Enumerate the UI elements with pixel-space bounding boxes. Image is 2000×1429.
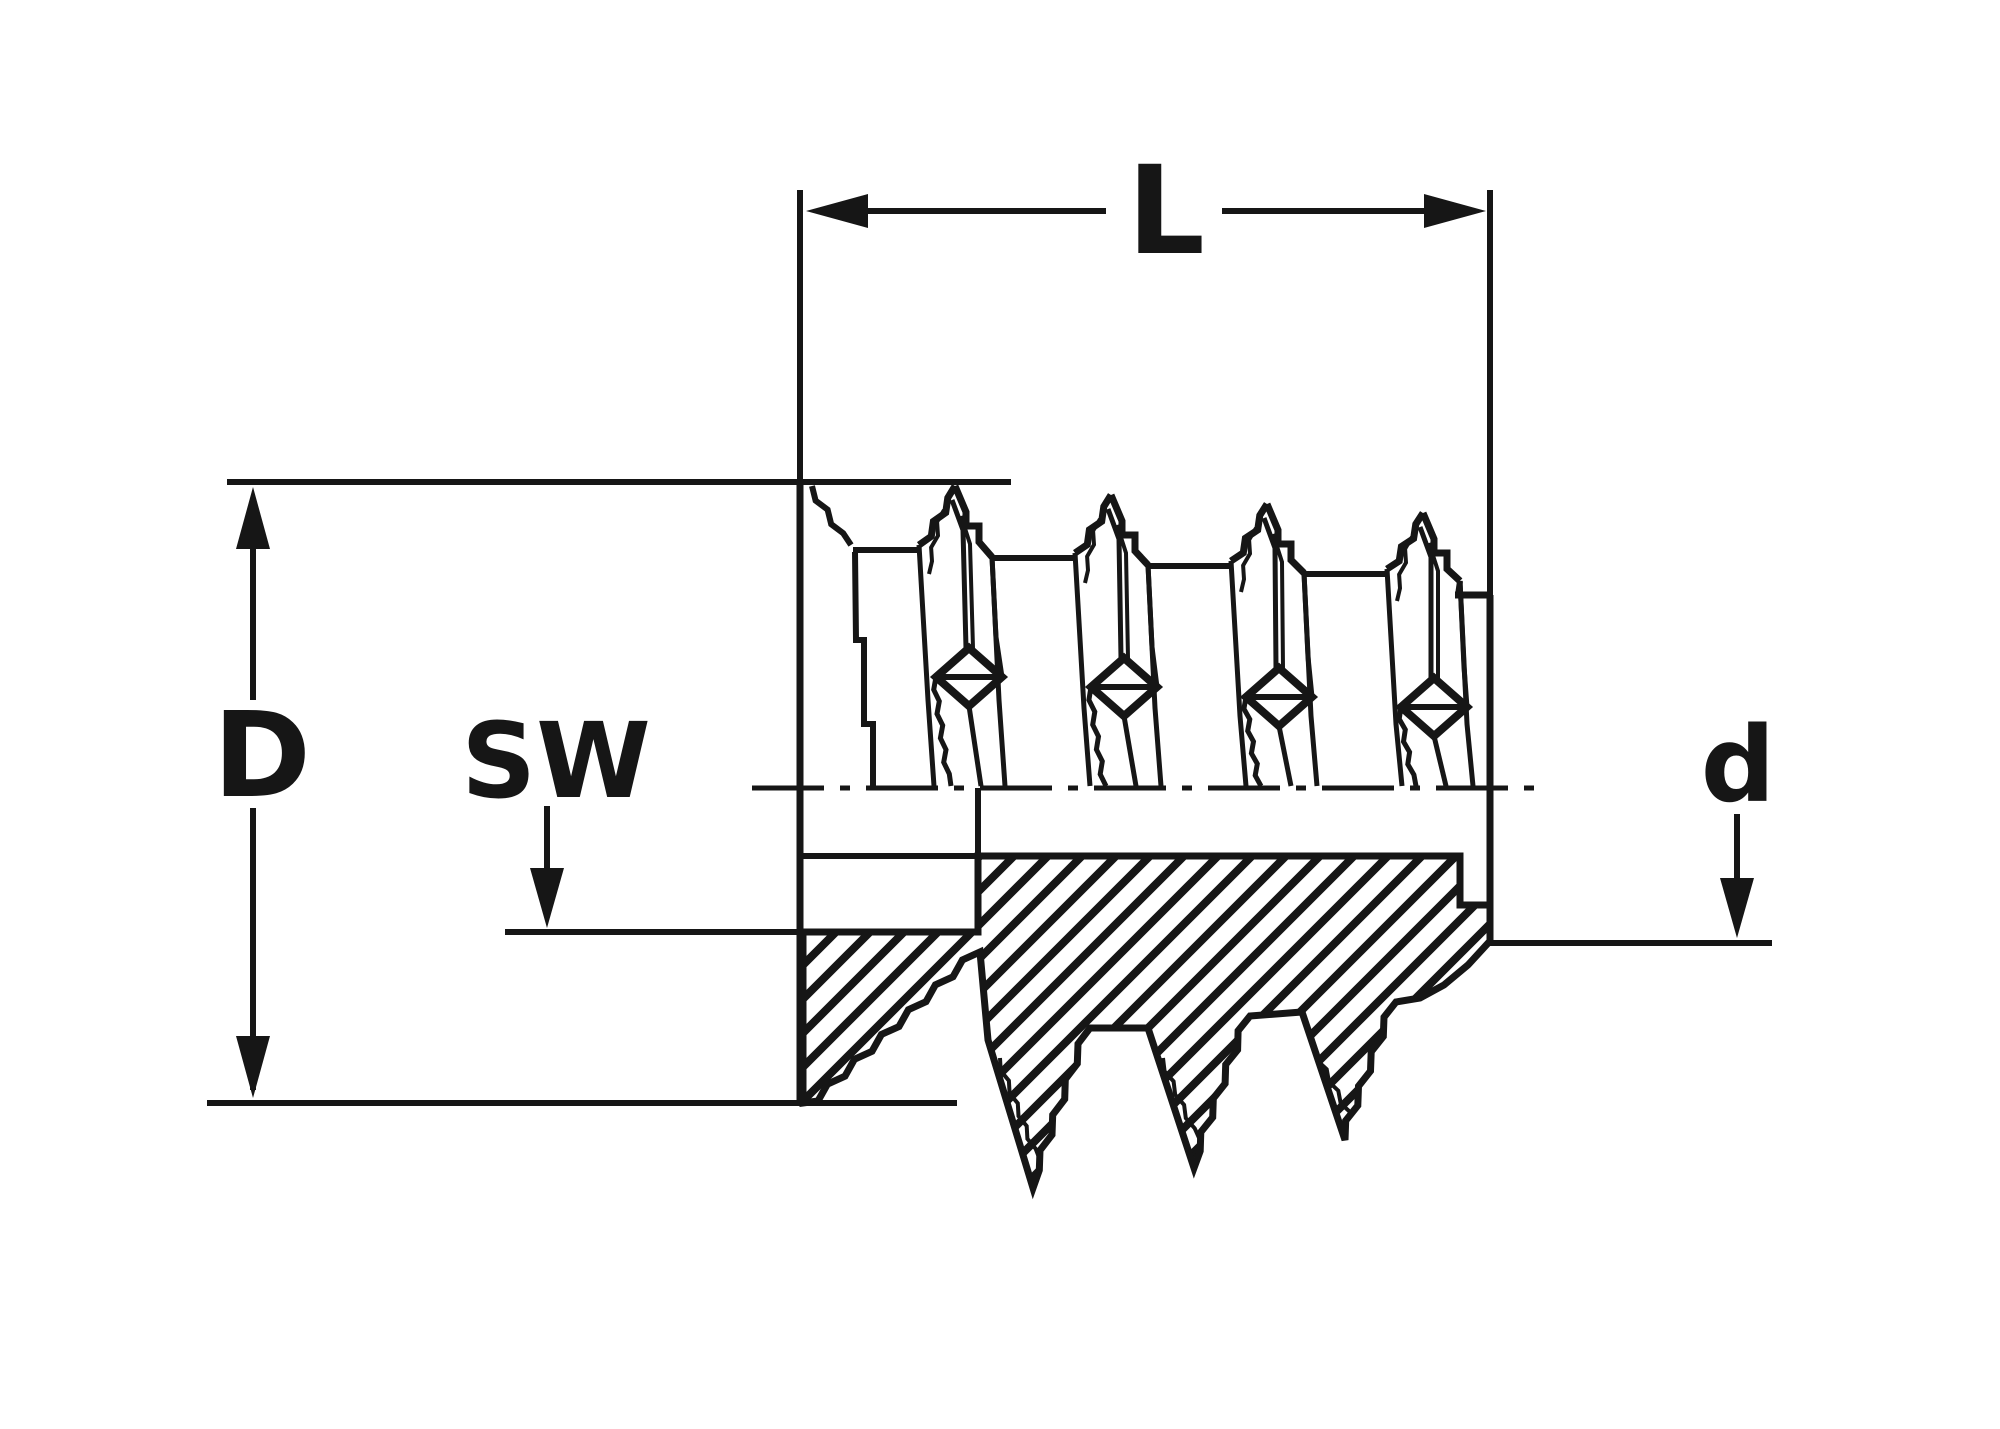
thread-flank-line (1228, 560, 1249, 787)
flange-right-silhouette (852, 551, 876, 786)
dimension-wrench-size: SW (461, 700, 978, 935)
tooth-right-flank (1263, 502, 1307, 576)
thread-flank-line (1384, 568, 1405, 787)
tooth-inner-line (959, 515, 975, 649)
label-length: L (1127, 140, 1205, 282)
thread-flank-line (1396, 706, 1419, 787)
section-hatched-region (799, 852, 1494, 1200)
arrowhead-down-icon (236, 1036, 270, 1098)
flange-serration (809, 485, 854, 547)
label-inner-thread: d (1701, 704, 1775, 826)
insert-body (796, 482, 1494, 1200)
dimension-outer-diameter: D (207, 479, 1011, 1106)
tooth-inner-serration (927, 508, 946, 575)
arrowhead-down-icon (1720, 878, 1754, 938)
thread-flank-line (1086, 686, 1109, 788)
label-outer-diameter: D (213, 686, 311, 824)
tooth-inner-line (1427, 542, 1440, 678)
thread-flank-line (1145, 564, 1160, 688)
thread-flank-line (1241, 696, 1264, 788)
thread-root-lines (853, 547, 1387, 577)
thread-flank-line (1276, 725, 1294, 787)
thread-flank-line (931, 676, 954, 787)
thread-flank-line (1072, 552, 1093, 787)
tooth-inner-line (1261, 517, 1279, 669)
tooth-inner-serration (1395, 535, 1414, 602)
tooth-inner-line (1105, 508, 1124, 659)
thread-and-section (799, 484, 1494, 1200)
tooth-inner-line (1115, 524, 1130, 659)
label-wrench-size: SW (461, 700, 651, 822)
tooth-inner-serration (1083, 517, 1102, 584)
arrowhead-up-icon (236, 487, 270, 549)
arrowhead-down-icon (530, 868, 564, 928)
tooth-right-flank (1107, 493, 1151, 568)
dimension-length: L (797, 140, 1493, 595)
thread-flank-line (1431, 735, 1449, 787)
tooth-right-flank (951, 484, 995, 560)
tooth-inner-serration (1239, 526, 1258, 593)
thread-flank-line (916, 544, 937, 787)
thread-flank-line (989, 556, 1005, 678)
thread-flank-line (1457, 580, 1470, 708)
thread-flank-line (1301, 572, 1315, 698)
section-tooth-inner-line (1313, 1047, 1352, 1114)
arrowhead-right-icon (1424, 194, 1486, 228)
dimension-inner-thread: d (1490, 704, 1775, 946)
section-tooth-inner-line (1161, 1057, 1202, 1141)
section-tooth-inner-line (998, 1057, 1042, 1161)
tooth-inner-line (949, 499, 969, 649)
tooth-right-flank (1419, 511, 1463, 584)
tooth-inner-line (1417, 526, 1434, 678)
thread-flank-line (966, 705, 984, 787)
thread-flank-line (1121, 715, 1139, 787)
arrowhead-left-icon (806, 194, 868, 228)
tooth-inner-line (1271, 533, 1285, 669)
